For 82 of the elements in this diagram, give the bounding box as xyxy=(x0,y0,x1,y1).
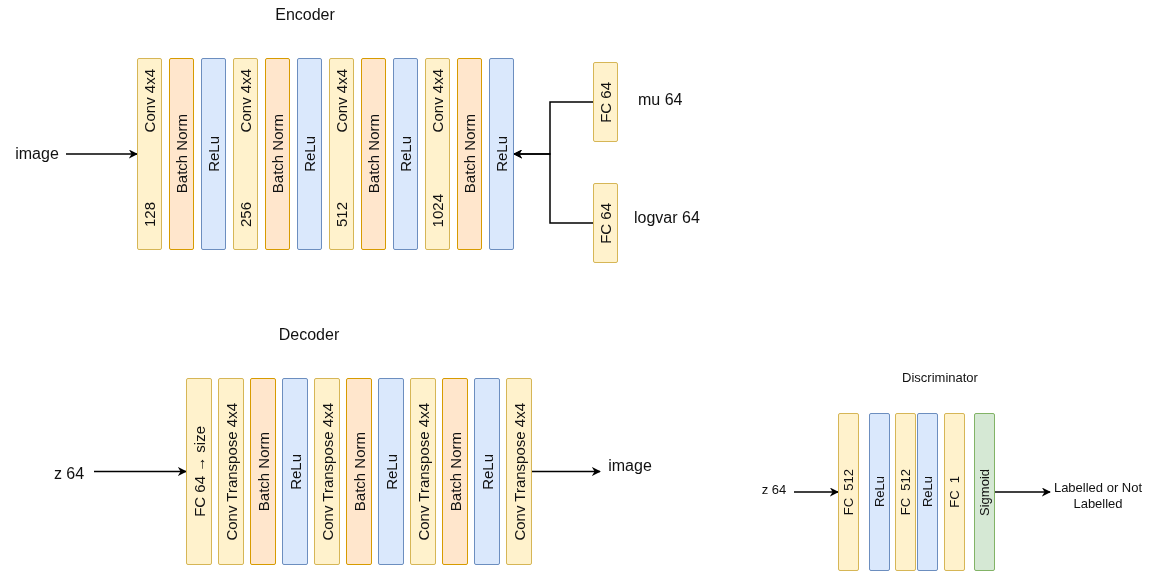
layer-label: 256 xyxy=(238,201,253,227)
io-label: Labelled or Not Labelled xyxy=(1050,480,1146,514)
layer-label: Conv 4x4 xyxy=(238,69,253,133)
layer-label: FC 64 xyxy=(598,202,613,244)
arrow xyxy=(93,467,187,476)
layer-label: Conv Transpose 4x4 xyxy=(511,402,527,541)
layer-bar xyxy=(974,413,995,571)
arrow xyxy=(513,149,594,224)
layer-label: 512 xyxy=(334,201,349,227)
layer-bar xyxy=(233,58,258,250)
layer-label: ReLu xyxy=(302,136,317,172)
layer-bar xyxy=(297,58,322,250)
arrow xyxy=(531,467,601,476)
layer-bar xyxy=(838,413,859,571)
layer-label: Conv Transpose 4x4 xyxy=(415,402,431,541)
layer-label: Batch Norm xyxy=(270,114,285,194)
layer-label: ReLu xyxy=(287,453,303,490)
layer-bar xyxy=(378,378,404,565)
layer-bar xyxy=(137,58,162,250)
arrow xyxy=(994,487,1051,497)
layer-label: Conv 4x4 xyxy=(334,69,349,133)
layer-bar xyxy=(282,378,308,565)
layer-bar xyxy=(489,58,514,250)
layer-label: 1024 xyxy=(430,193,445,227)
layer-label: FC 1 xyxy=(948,476,961,508)
layer-bar xyxy=(457,58,482,250)
layer-label: Batch Norm xyxy=(462,114,477,194)
layer-bar xyxy=(186,378,212,565)
layer-label: Conv Transpose 4x4 xyxy=(223,402,239,541)
layer-label: FC 64 → size xyxy=(191,426,207,517)
layer-bar xyxy=(593,183,618,263)
layer-label: Batch Norm xyxy=(447,431,463,512)
layer-bar xyxy=(329,58,354,250)
layer-bar xyxy=(410,378,436,565)
layer-label: ReLu xyxy=(383,453,399,490)
layer-label: 128 xyxy=(142,201,157,227)
layer-bar xyxy=(346,378,372,565)
layer-bar xyxy=(393,58,418,250)
output-label: logvar 64 xyxy=(634,208,700,228)
layer-label: Conv Transpose 4x4 xyxy=(319,402,335,541)
layer-label: ReLu xyxy=(398,136,413,172)
io-label: z 64 xyxy=(44,464,94,486)
section-title: Decoder xyxy=(278,326,340,344)
layer-label: FC 512 xyxy=(899,468,912,516)
io-label: z 64 xyxy=(754,482,794,502)
layer-label: Batch Norm xyxy=(366,114,381,194)
section-title: Discriminator xyxy=(902,370,978,385)
layer-bar xyxy=(425,58,450,250)
arrow xyxy=(793,487,839,497)
layer-label: ReLu xyxy=(494,136,509,172)
layer-bar xyxy=(169,58,194,250)
arrow xyxy=(65,149,138,159)
layer-bar xyxy=(250,378,276,565)
layer-label: Batch Norm xyxy=(255,431,271,512)
layer-label: Conv 4x4 xyxy=(430,69,445,133)
section-title: Encoder xyxy=(275,6,335,24)
layer-label: Batch Norm xyxy=(174,114,189,194)
layer-bar xyxy=(506,378,532,565)
layer-bar xyxy=(869,413,890,571)
io-label: image xyxy=(600,456,660,478)
layer-bar xyxy=(265,58,290,250)
output-label: mu 64 xyxy=(638,90,683,110)
layer-bar xyxy=(442,378,468,565)
layer-bar xyxy=(895,413,916,571)
layer-bar xyxy=(218,378,244,565)
layer-label: Conv 4x4 xyxy=(142,69,157,133)
layer-bar xyxy=(361,58,386,250)
layer-bar xyxy=(474,378,500,565)
io-label: image xyxy=(8,144,66,166)
layer-bar xyxy=(314,378,340,565)
layer-label: ReLu xyxy=(479,453,495,490)
layer-label: Sigmoid xyxy=(978,468,991,516)
layer-label: FC 64 xyxy=(598,81,613,123)
layer-label: ReLu xyxy=(206,136,221,172)
layer-bar xyxy=(593,62,618,142)
layer-bar xyxy=(944,413,965,571)
layer-label: FC 512 xyxy=(842,468,855,516)
layer-bar xyxy=(917,413,938,571)
layer-label: ReLu xyxy=(873,476,886,508)
layer-label: Batch Norm xyxy=(351,431,367,512)
layer-label: ReLu xyxy=(921,476,934,508)
layer-bar xyxy=(201,58,226,250)
